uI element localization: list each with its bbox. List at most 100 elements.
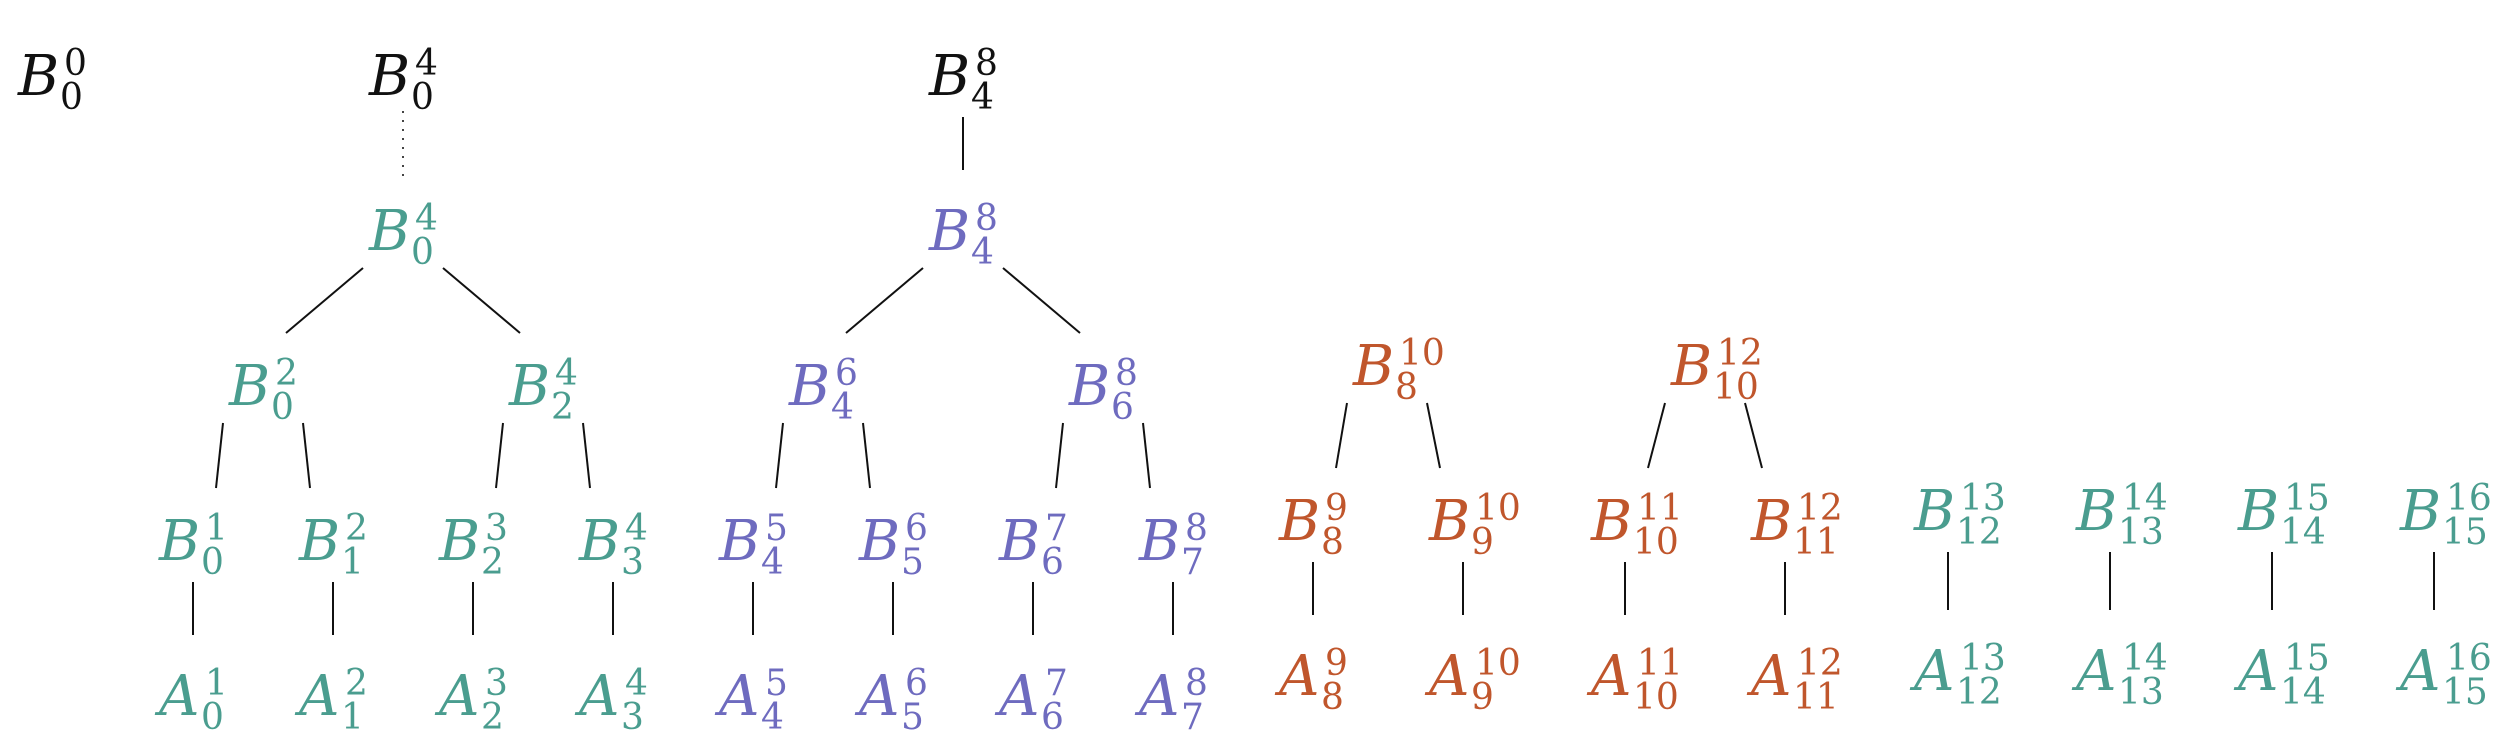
node-superscript: 1 — [205, 508, 228, 549]
node-superscript: 2 — [345, 508, 368, 549]
node-base-letter: B — [2075, 479, 2117, 544]
node-superscript: 8 — [975, 198, 998, 239]
node-base-letter: B — [1913, 479, 1955, 544]
node-base-letter: A — [1909, 639, 1954, 704]
node-subscript: 13 — [2118, 512, 2164, 553]
node-superscript: 12 — [1797, 488, 1843, 529]
node-base-letter: B — [1750, 489, 1792, 554]
node-base-letter: B — [788, 354, 830, 419]
node-superscript: 4 — [625, 508, 648, 549]
edge-b4_8-to-b6_8 — [1002, 267, 1081, 334]
node-base-letter: B — [1068, 354, 1110, 419]
node-subscript: 2 — [481, 697, 504, 738]
edge-b0_2-to-b1_2 — [302, 422, 311, 489]
node-superscript: 9 — [1325, 488, 1348, 529]
node-subscript: 4 — [761, 697, 784, 738]
node-subscript: 9 — [1471, 522, 1494, 563]
node-base-letter: A — [294, 664, 339, 729]
node-superscript: 15 — [2284, 478, 2330, 519]
node-base-letter: B — [578, 509, 620, 574]
node-superscript: 11 — [1637, 488, 1683, 529]
node-superscript: 13 — [1960, 638, 2006, 679]
node-subscript: 8 — [1395, 367, 1418, 408]
node-subscript: 7 — [1181, 697, 1204, 738]
node-superscript: 4 — [555, 353, 578, 394]
node-subscript: 6 — [1041, 697, 1064, 738]
node-subscript: 6 — [1111, 387, 1134, 428]
node-superscript: 4 — [415, 43, 438, 84]
node-subscript: 15 — [2442, 512, 2488, 553]
edge-b4_6-to-b5_6 — [862, 422, 871, 489]
node-subscript: 13 — [2118, 672, 2164, 713]
node-base-letter: A — [2233, 639, 2278, 704]
node-superscript: 1 — [205, 663, 228, 704]
node-base-letter: B — [928, 44, 970, 109]
edge-b8_10-to-b9_10 — [1426, 402, 1441, 469]
node-subscript: 8 — [1321, 522, 1344, 563]
edge-b4_8-to-b4_6 — [845, 267, 924, 334]
node-base-letter: A — [714, 664, 759, 729]
node-superscript: 6 — [905, 508, 928, 549]
node-superscript: 10 — [1475, 643, 1521, 684]
node-base-letter: B — [718, 509, 760, 574]
node-subscript: 4 — [761, 542, 784, 583]
node-superscript: 7 — [1045, 663, 1068, 704]
node-subscript: 0 — [201, 542, 224, 583]
edge-b6_8-to-b7_8 — [1142, 422, 1151, 489]
node-superscript: 6 — [905, 663, 928, 704]
edge-b0_4-to-b2_4 — [442, 267, 521, 334]
node-base-letter: B — [508, 354, 550, 419]
node-base-letter: B — [368, 199, 410, 264]
node-subscript: 0 — [60, 77, 83, 118]
node-subscript: 4 — [831, 387, 854, 428]
node-superscript: 8 — [1185, 663, 1208, 704]
node-superscript: 3 — [485, 663, 508, 704]
node-base-letter: B — [368, 44, 410, 109]
node-base-letter: B — [1138, 509, 1180, 574]
node-superscript: 15 — [2284, 638, 2330, 679]
node-superscript: 14 — [2122, 638, 2168, 679]
node-subscript: 5 — [901, 542, 924, 583]
node-superscript: 3 — [485, 508, 508, 549]
node-superscript: 8 — [1185, 508, 1208, 549]
node-subscript: 12 — [1956, 512, 2002, 553]
node-superscript: 13 — [1960, 478, 2006, 519]
node-subscript: 0 — [411, 232, 434, 273]
node-base-letter: B — [928, 199, 970, 264]
node-base-letter: B — [998, 509, 1040, 574]
node-superscript: 7 — [1045, 508, 1068, 549]
node-subscript: 4 — [971, 77, 994, 118]
node-subscript: 14 — [2280, 672, 2326, 713]
edge-b10_12-to-b11_12 — [1744, 402, 1763, 469]
node-superscript: 9 — [1325, 643, 1348, 684]
node-superscript: 2 — [275, 353, 298, 394]
node-subscript: 2 — [481, 542, 504, 583]
node-subscript: 1 — [341, 697, 364, 738]
